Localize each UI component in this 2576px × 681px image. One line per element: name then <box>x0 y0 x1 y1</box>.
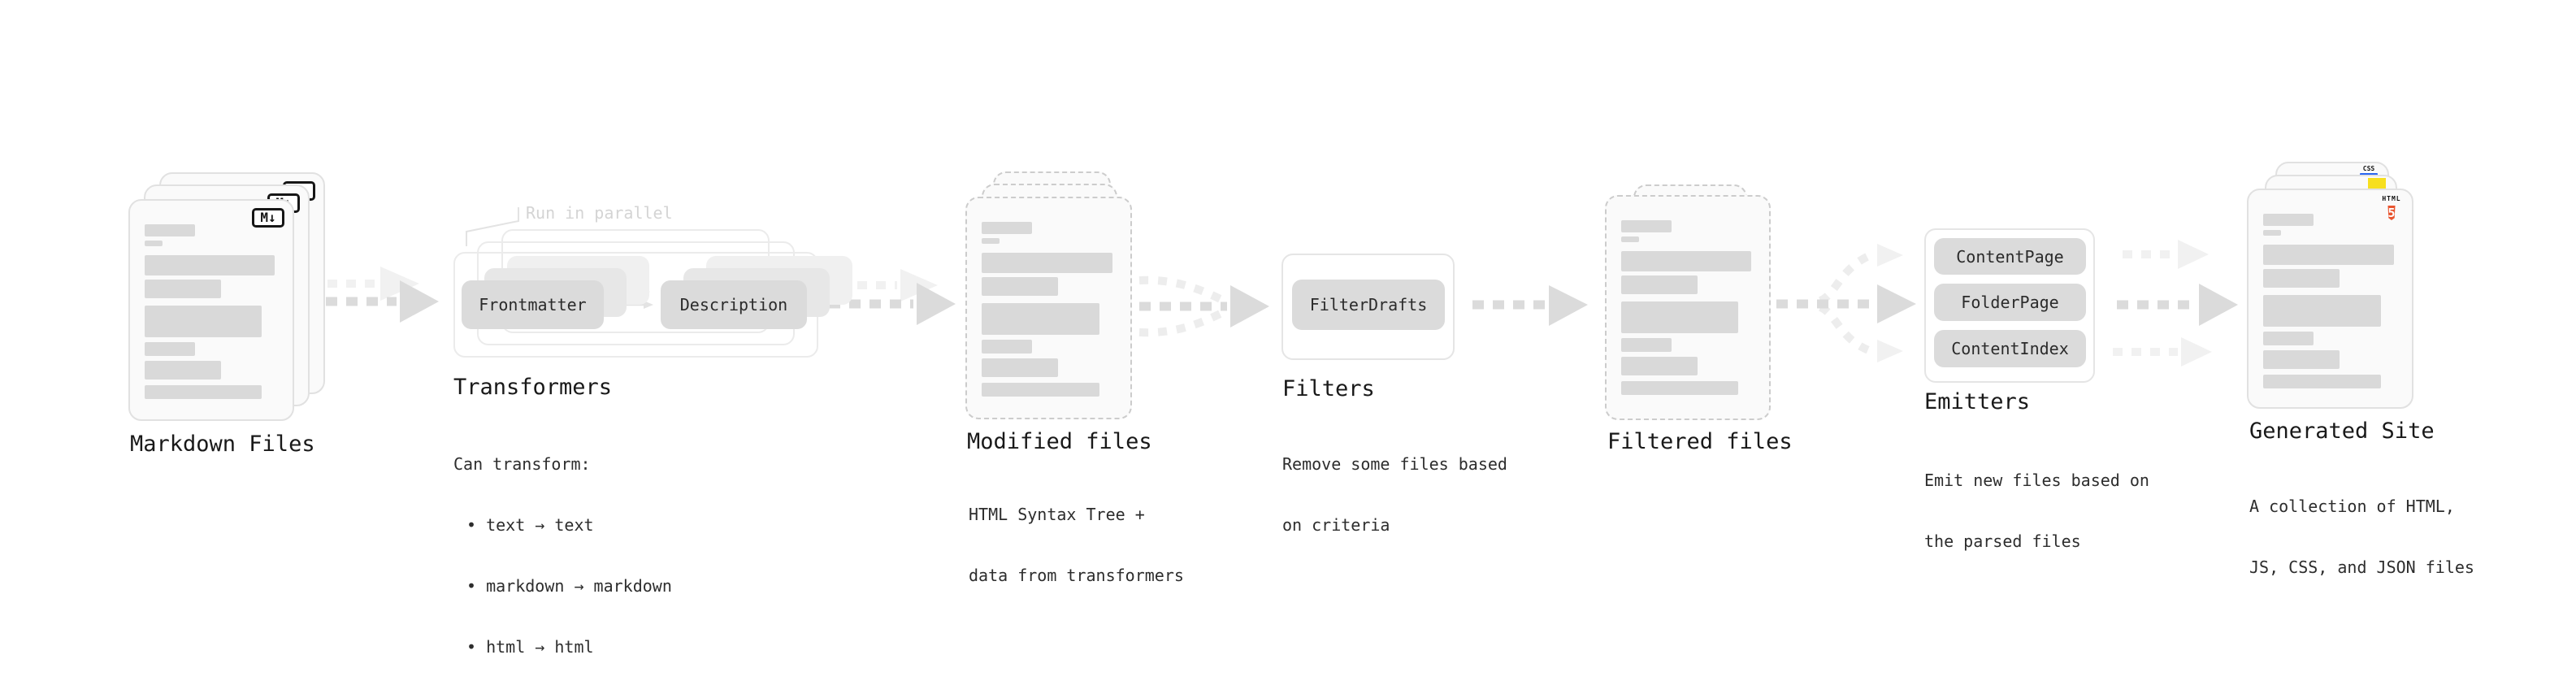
filters-title: Filters <box>1282 376 1375 401</box>
modified-files-stack <box>965 171 1136 420</box>
emitters-desc-line: the parsed files <box>1924 531 2081 551</box>
arrow-filtered-to-emitters-branch <box>1776 244 1916 362</box>
modified-file-card-front <box>965 197 1132 419</box>
transformers-bullet: • text → text <box>466 515 594 535</box>
transformers-title: Transformers <box>453 375 613 400</box>
modified-files-desc-line: HTML Syntax Tree + <box>969 505 1145 524</box>
filtered-files-title: Filtered files <box>1607 429 1793 454</box>
filtered-files-stack <box>1605 184 1776 422</box>
markdown-icon: M↓ <box>252 208 284 228</box>
folderpage-box: FolderPage <box>1934 284 2086 321</box>
generated-site-desc-line: JS, CSS, and JSON files <box>2249 557 2474 577</box>
markdown-file-card-front: M↓ <box>128 199 294 421</box>
arrow-modified-to-filters-merge <box>1138 275 1269 337</box>
filters-description: Remove some files based on criteria <box>1282 414 1507 576</box>
html5-icon: HTML 5 <box>2381 195 2402 223</box>
modified-files-description: HTML Syntax Tree + data from transformer… <box>969 464 1184 627</box>
generated-site-desc-line: A collection of HTML, <box>2249 497 2455 516</box>
transformers-bullet: • html → html <box>466 637 594 657</box>
filters-desc-line: on criteria <box>1282 515 1390 535</box>
generated-file-card-front: HTML 5 <box>2247 189 2413 409</box>
description-box: Description <box>661 280 807 329</box>
modified-files-desc-line: data from transformers <box>969 566 1184 585</box>
markdown-files-title: Markdown Files <box>130 432 315 457</box>
emitters-desc-line: Emit new files based on <box>1924 471 2149 490</box>
transformers-group: Frontmatter Description <box>453 229 852 359</box>
arrows-emitters-to-generated <box>2113 240 2238 367</box>
run-in-parallel-annotation: Run in parallel <box>526 203 673 223</box>
arrow-filters-to-filtered <box>1472 285 1588 326</box>
generated-site-stack: CSS HTML 5 <box>2247 162 2418 410</box>
css-icon-bar <box>2360 173 2378 176</box>
filters-desc-line: Remove some files based <box>1282 454 1507 474</box>
markdown-files-stack: M↓ M↓ M↓ <box>128 172 328 421</box>
generated-site-description: A collection of HTML, JS, CSS, and JSON … <box>2249 456 2474 618</box>
transformers-desc-heading: Can transform: <box>453 454 591 474</box>
js-icon <box>2368 178 2386 189</box>
emitters-description: Emit new files based on the parsed files <box>1924 430 2149 592</box>
modified-files-title: Modified files <box>967 429 1152 454</box>
contentpage-box: ContentPage <box>1934 238 2086 275</box>
filterdrafts-box: FilterDrafts <box>1292 280 1445 330</box>
emitters-title: Emitters <box>1924 389 2031 414</box>
contentindex-box: ContentIndex <box>1934 330 2086 367</box>
html5-icon-label: HTML <box>2382 195 2401 202</box>
css-icon: CSS <box>2360 166 2378 176</box>
generated-site-title: Generated Site <box>2249 419 2435 444</box>
transformers-description: Can transform: • text → text • markdown … <box>453 414 672 681</box>
html5-icon-shield: 5 <box>2387 206 2396 220</box>
frontmatter-box: Frontmatter <box>462 280 604 329</box>
filtered-file-card-front <box>1605 195 1771 420</box>
transformers-bullet: • markdown → markdown <box>466 576 672 596</box>
css-icon-label: CSS <box>2362 165 2375 172</box>
